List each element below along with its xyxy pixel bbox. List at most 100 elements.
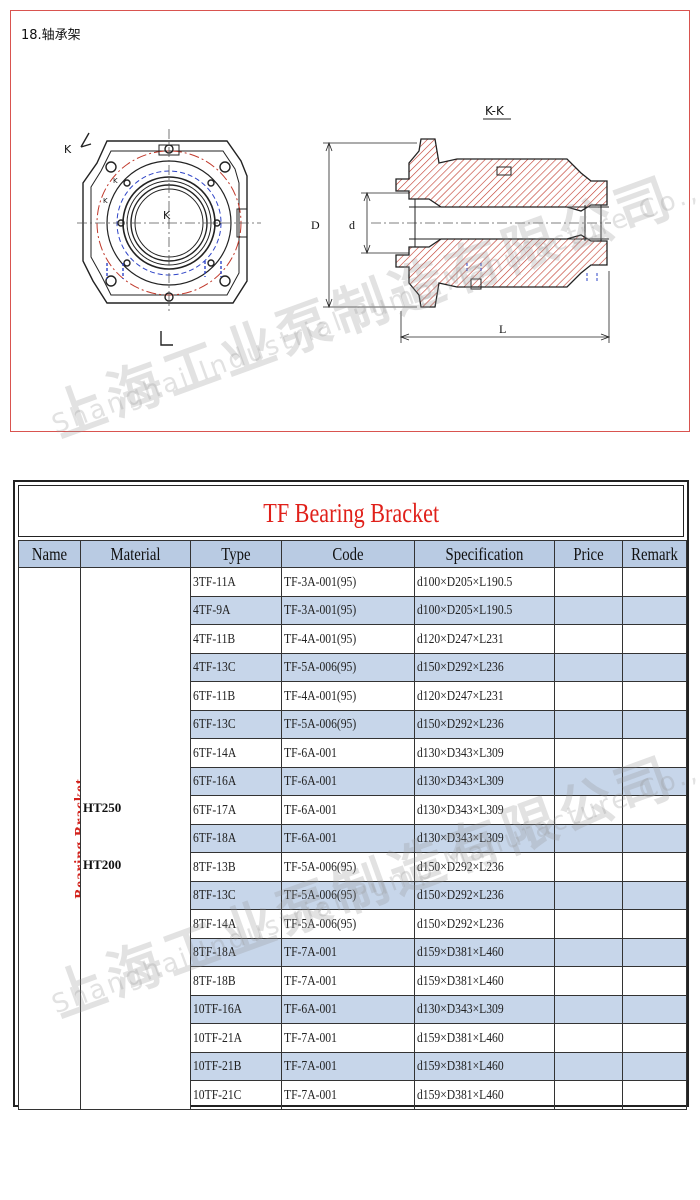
price-cell xyxy=(554,795,623,825)
price-cell xyxy=(554,823,623,853)
price-cell xyxy=(554,852,623,882)
table-title-box: TF Bearing Bracket xyxy=(18,485,684,537)
dim-D-label: D xyxy=(311,218,320,232)
remark-cell xyxy=(622,1023,687,1053)
price-cell xyxy=(554,709,623,739)
type-cell: 6TF-14A xyxy=(190,738,282,768)
view-label: K-K xyxy=(485,104,505,118)
remark-cell xyxy=(622,852,687,882)
code-cell: TF-5A-006(95) xyxy=(281,709,415,739)
remark-cell xyxy=(622,595,687,625)
code-cell: TF-7A-001 xyxy=(281,966,415,996)
price-cell xyxy=(554,1023,623,1053)
code-cell: TF-7A-001 xyxy=(281,937,415,967)
code-cell: TF-6A-001 xyxy=(281,795,415,825)
type-cell: 6TF-17A xyxy=(190,795,282,825)
header-material: Material xyxy=(80,540,191,568)
dim-d-label: d xyxy=(349,218,355,232)
code-cell: TF-4A-001(95) xyxy=(281,681,415,711)
header-price: Price xyxy=(554,540,623,568)
price-cell xyxy=(554,595,623,625)
k-label-top: K xyxy=(64,143,72,156)
price-cell xyxy=(554,880,623,910)
price-cell xyxy=(554,567,623,597)
code-cell: TF-6A-001 xyxy=(281,738,415,768)
code-cell: TF-7A-001 xyxy=(281,1023,415,1053)
spec-cell: d130×D343×L309 xyxy=(414,823,555,853)
type-cell: 8TF-13B xyxy=(190,852,282,882)
spec-cell: d150×D292×L236 xyxy=(414,652,555,682)
type-cell: 8TF-13C xyxy=(190,880,282,910)
remark-cell xyxy=(622,567,687,597)
header-specification: Specification xyxy=(414,540,555,568)
type-cell: 6TF-13C xyxy=(190,709,282,739)
code-cell: TF-5A-006(95) xyxy=(281,652,415,682)
remark-cell xyxy=(622,624,687,654)
spec-cell: d100×D205×L190.5 xyxy=(414,595,555,625)
code-cell: TF-3A-001(95) xyxy=(281,567,415,597)
type-cell: 6TF-16A xyxy=(190,766,282,796)
spec-cell: d120×D247×L231 xyxy=(414,681,555,711)
spec-cell: d159×D381×L460 xyxy=(414,966,555,996)
name-cell: Bearing Bracket xyxy=(18,567,81,1110)
remark-cell xyxy=(622,738,687,768)
remark-cell xyxy=(622,909,687,939)
remark-cell xyxy=(622,937,687,967)
spec-table: Name Material Type Code Specification Pr… xyxy=(18,540,687,1110)
table-title: TF Bearing Bracket xyxy=(263,498,439,528)
remark-cell xyxy=(622,1080,687,1110)
spec-cell: d130×D343×L309 xyxy=(414,795,555,825)
material-ht250: HT250 xyxy=(83,800,122,815)
price-cell xyxy=(554,681,623,711)
remark-cell xyxy=(622,652,687,682)
front-view xyxy=(77,129,261,346)
spec-cell: d120×D247×L231 xyxy=(414,624,555,654)
spec-cell: d150×D292×L236 xyxy=(414,709,555,739)
type-cell: 3TF-11A xyxy=(190,567,282,597)
code-cell: TF-6A-001 xyxy=(281,766,415,796)
name-vertical-label: Bearing Bracket xyxy=(72,778,81,899)
spec-cell: d150×D292×L236 xyxy=(414,852,555,882)
type-cell: 8TF-18B xyxy=(190,966,282,996)
k-label-center: K xyxy=(163,209,171,222)
section-view xyxy=(323,118,611,343)
spec-cell: d130×D343×L309 xyxy=(414,994,555,1024)
type-cell: 8TF-14A xyxy=(190,909,282,939)
type-cell: 8TF-18A xyxy=(190,937,282,967)
code-cell: TF-6A-001 xyxy=(281,823,415,853)
code-cell: TF-4A-001(95) xyxy=(281,624,415,654)
price-cell xyxy=(554,652,623,682)
remark-cell xyxy=(622,994,687,1024)
code-cell: TF-3A-001(95) xyxy=(281,595,415,625)
remark-cell xyxy=(622,880,687,910)
code-cell: TF-5A-006(95) xyxy=(281,909,415,939)
price-cell xyxy=(554,909,623,939)
header-remark: Remark xyxy=(622,540,687,568)
spec-cell: d130×D343×L309 xyxy=(414,738,555,768)
remark-cell xyxy=(622,1051,687,1081)
price-cell xyxy=(554,1080,623,1110)
header-code: Code xyxy=(281,540,415,568)
remark-cell xyxy=(622,709,687,739)
remark-cell xyxy=(622,966,687,996)
drawing-panel: 18.轴承架 xyxy=(10,10,690,432)
code-cell: TF-7A-001 xyxy=(281,1080,415,1110)
type-cell: 6TF-11B xyxy=(190,681,282,711)
k-label-inner1: K xyxy=(113,177,118,185)
spec-cell: d159×D381×L460 xyxy=(414,1051,555,1081)
spec-cell: d159×D381×L460 xyxy=(414,1080,555,1110)
remark-cell xyxy=(622,795,687,825)
